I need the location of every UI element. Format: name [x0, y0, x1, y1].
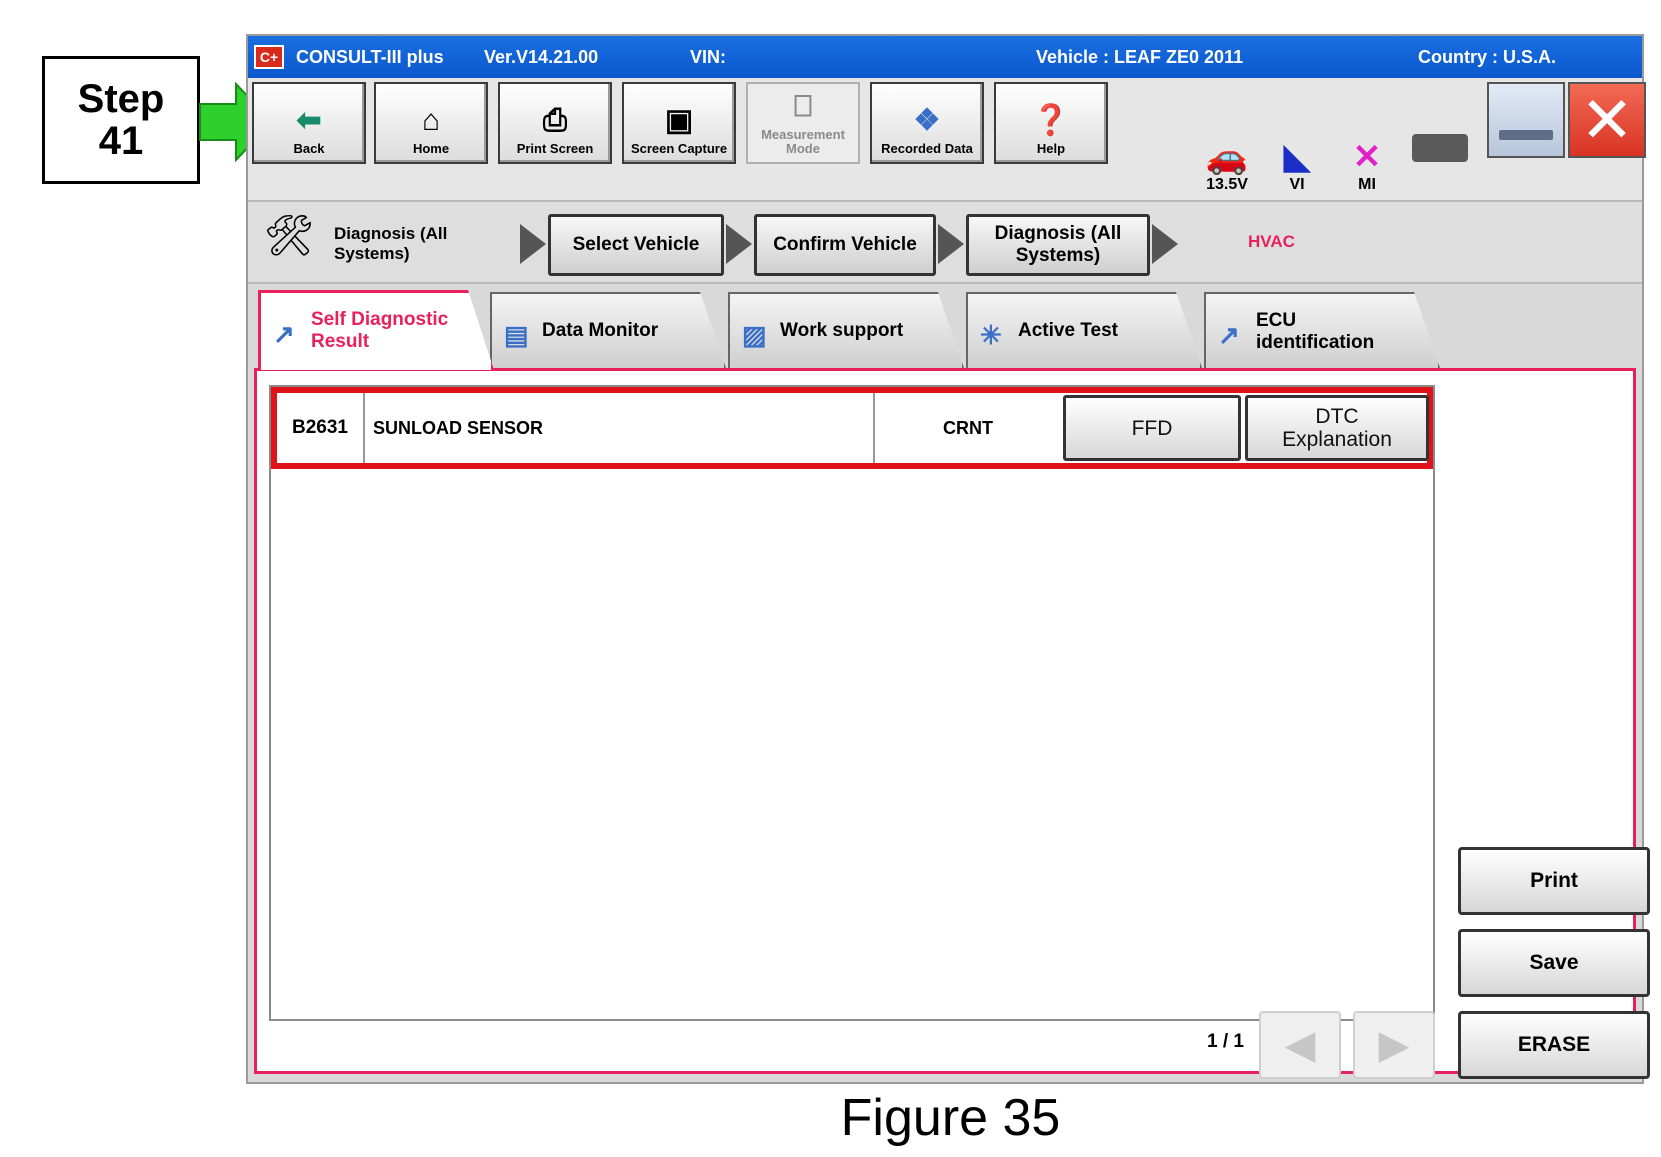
breadcrumb-arrow-icon [726, 224, 752, 264]
dtc-status: CRNT [943, 417, 993, 438]
help-label: Help [1036, 141, 1066, 156]
home-label: Home [412, 141, 450, 156]
help-icon: ❓ [1032, 104, 1070, 137]
dtc-row[interactable]: B2631 SUNLOAD SENSOR CRNT FFD DTC Explan… [271, 387, 1433, 469]
title-bar: C+ CONSULT-III plus Ver.V14.21.00 VIN: V… [248, 36, 1642, 78]
tab-data-monitor[interactable]: ▤ Data Monitor [490, 292, 726, 368]
dtc-code: B2631 [277, 393, 365, 463]
consult-logo-icon: C+ [254, 45, 284, 69]
back-label: Back [293, 141, 325, 156]
breadcrumb-section: Diagnosis (All Systems) [334, 224, 448, 263]
car-icon: 🚗 [1205, 138, 1249, 176]
voltage-label: 13.5V [1206, 176, 1248, 193]
chevron-left-icon: ◀ [1284, 1023, 1316, 1067]
print-screen-label: Print Screen [516, 141, 594, 156]
battery-voltage-status: 🚗 13.5V [1192, 124, 1262, 194]
breadcrumb-current: HVAC [1248, 232, 1295, 251]
home-button[interactable]: ⌂ Home [374, 82, 488, 164]
tab-label: ECU identification [1256, 310, 1375, 353]
mi-status: ✕ MI [1332, 124, 1402, 194]
meter-icon: ⎕ [794, 90, 812, 123]
battery-icon [1412, 134, 1468, 162]
tab-bar: ↗ Self Diagnostic Result ▤ Data Monitor … [248, 284, 1642, 368]
mi-label: MI [1358, 176, 1376, 193]
active-test-icon: ✳ [980, 320, 1002, 350]
print-button[interactable]: Print [1458, 847, 1650, 915]
dtc-description: SUNLOAD SENSOR [367, 393, 875, 463]
tab-self-diagnostic-result[interactable]: ↗ Self Diagnostic Result [258, 290, 494, 370]
diagnosis-all-systems-button[interactable]: Diagnosis (All Systems) [966, 214, 1150, 276]
dtc-explanation-button[interactable]: DTC Explanation [1245, 395, 1429, 461]
page-indicator: 1 / 1 [1207, 1031, 1244, 1052]
minimize-button[interactable] [1487, 82, 1565, 158]
recorded-data-button[interactable]: ❖ Recorded Data [870, 82, 984, 164]
chevron-right-icon: ▶ [1378, 1023, 1410, 1067]
toolbar: ⬅ Back ⌂ Home ⎙ Print Screen ▣ Screen Ca… [248, 78, 1646, 202]
breadcrumb-arrow-icon [520, 224, 546, 264]
tab-label: Work support [780, 320, 904, 341]
self-diagnostic-panel: B2631 SUNLOAD SENSOR CRNT FFD DTC Explan… [254, 368, 1650, 1079]
work-support-icon: ▨ [742, 320, 767, 350]
erase-button[interactable]: ERASE [1458, 1011, 1650, 1079]
previous-page-button[interactable]: ◀ [1259, 1011, 1341, 1079]
save-button[interactable]: Save [1458, 929, 1650, 997]
measurement-mode-label: Measurement Mode [761, 127, 845, 156]
back-button[interactable]: ⬅ Back [252, 82, 366, 164]
step-number: 41 [98, 119, 144, 163]
figure-caption: Figure 35 [840, 1089, 1061, 1147]
recorded-data-icon: ❖ [913, 104, 941, 137]
confirm-vehicle-button[interactable]: Confirm Vehicle [754, 214, 936, 276]
step-callout: Step 41 [42, 56, 200, 184]
recorded-data-label: Recorded Data [881, 141, 973, 156]
measurement-mode-button[interactable]: ⎕ Measurement Mode [746, 82, 860, 164]
select-vehicle-button[interactable]: Select Vehicle [548, 214, 724, 276]
breadcrumb-arrow-icon [938, 224, 964, 264]
close-button[interactable]: ✕ [1568, 82, 1646, 158]
dtc-list: B2631 SUNLOAD SENSOR CRNT FFD DTC Explan… [269, 385, 1435, 1021]
app-version: Ver.V14.21.00 [484, 47, 599, 67]
tab-label: Active Test [1018, 320, 1118, 341]
vi-status: ◣ VI [1262, 124, 1332, 194]
camera-icon: ▣ [664, 104, 694, 137]
vehicle-label: Vehicle : LEAF ZE0 2011 [1036, 47, 1244, 67]
mi-disconnected-icon: ✕ [1352, 138, 1382, 176]
ecu-identification-icon: ↗ [1218, 320, 1240, 350]
country-label: Country : U.S.A. [1418, 47, 1556, 67]
tab-label: Self Diagnostic Result [311, 309, 449, 352]
step-label: Step [77, 77, 165, 121]
data-monitor-icon: ▤ [504, 320, 529, 350]
self-diagnostic-icon: ↗ [273, 319, 295, 349]
vi-label: VI [1289, 176, 1305, 193]
app-name: CONSULT-III plus [296, 47, 444, 67]
tab-work-support[interactable]: ▨ Work support [728, 292, 964, 368]
minimize-icon [1499, 130, 1553, 140]
screen-capture-button[interactable]: ▣ Screen Capture [622, 82, 736, 164]
close-icon: ✕ [1580, 84, 1634, 156]
printer-icon: ⎙ [543, 104, 567, 137]
tab-label: Data Monitor [542, 320, 659, 341]
back-arrow-icon: ⬅ [296, 104, 322, 137]
vi-device-icon: ◣ [1283, 138, 1311, 176]
breadcrumb: 🛠 Diagnosis (All Systems) Select Vehicle… [248, 202, 1642, 284]
consult-window: C+ CONSULT-III plus Ver.V14.21.00 VIN: V… [246, 34, 1650, 1084]
next-page-button[interactable]: ▶ [1353, 1011, 1435, 1079]
help-button[interactable]: ❓ Help [994, 82, 1108, 164]
ffd-button[interactable]: FFD [1063, 395, 1241, 461]
tab-ecu-identification[interactable]: ↗ ECU identification [1204, 292, 1440, 368]
print-screen-button[interactable]: ⎙ Print Screen [498, 82, 612, 164]
vin-label: VIN: [690, 47, 726, 67]
home-icon: ⌂ [421, 104, 441, 137]
diagnosis-technician-icon: 🛠 [263, 214, 315, 258]
breadcrumb-arrow-icon [1152, 224, 1178, 264]
screen-capture-label: Screen Capture [630, 141, 728, 156]
tab-active-test[interactable]: ✳ Active Test [966, 292, 1202, 368]
